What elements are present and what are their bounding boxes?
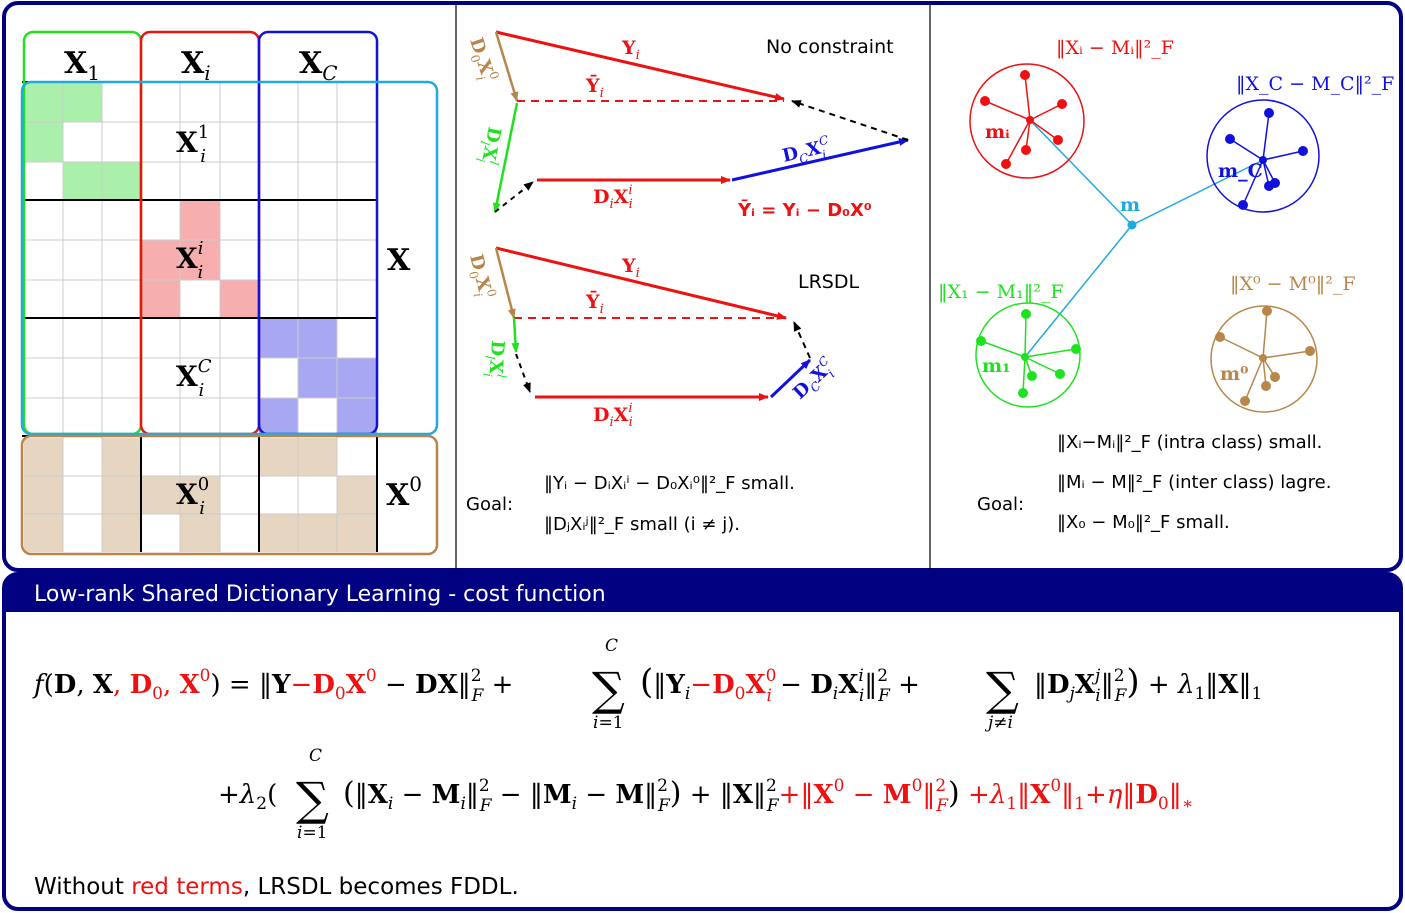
panel2-text: No constraint LRSDL Ȳᵢ = Yᵢ − D₀X⁰ Goal:… <box>466 36 894 535</box>
col-xc-label: XC <box>299 46 338 85</box>
x0-block-border <box>20 434 439 556</box>
sum-3-upper: C <box>309 746 322 766</box>
goal-line1-panel2: ‖Yᵢ − DᵢXᵢⁱ − D₀Xᵢ⁰‖²_F small. <box>544 473 795 494</box>
col-xi-label: Xi <box>181 46 211 85</box>
x-label: X <box>387 243 411 278</box>
m1-label: m₁ <box>982 355 1010 377</box>
sparse-code-matrix <box>20 30 439 556</box>
goal-line1-panel3: ‖Xᵢ−Mᵢ‖²_F (intra class) small. <box>1057 432 1322 453</box>
x0-label: X0 <box>386 472 422 513</box>
goal-line2-panel2: ‖DⱼXᵢʲ‖²_F small (i ≠ j). <box>544 514 740 535</box>
m0-label: m⁰ <box>1220 363 1248 385</box>
mi-label: mᵢ <box>985 121 1010 143</box>
vector-diagram-no-constraint <box>492 30 909 213</box>
yi-label-bottom: Yi <box>621 255 640 281</box>
sum-3-lower: i=1 <box>297 823 328 843</box>
sum-1-upper: C <box>605 636 618 656</box>
m-label: m <box>1120 194 1140 216</box>
footer-note: Without red terms, LRSDL becomes FDDL. <box>34 874 519 900</box>
vector-diagram-lrsdl <box>494 246 812 401</box>
goal-line2-panel3: ‖Mᵢ − M‖²_F (inter class) lagre. <box>1057 472 1331 493</box>
ybar-definition: Ȳᵢ = Yᵢ − D₀X⁰ <box>737 200 872 221</box>
ybar-label-top: Ȳi <box>585 75 604 101</box>
cluster-0 <box>1210 305 1318 413</box>
x0-m0-norm: ‖X⁰ − M⁰‖²_F <box>1230 273 1356 295</box>
xc-mc-norm: ‖X_C − M_C‖²_F <box>1236 73 1394 95</box>
cluster-labels: ‖Xᵢ − Mᵢ‖²_F ‖X_C − M_C‖²_F ‖X₁ − M₁‖²_F… <box>938 37 1394 385</box>
global-mean-point <box>1127 220 1137 230</box>
x-block-border <box>20 80 439 436</box>
col-x1-label: X1 <box>64 46 100 85</box>
sum-2-lower: j≠i <box>984 713 1013 733</box>
cluster-i <box>969 63 1085 179</box>
sum-sign-3: ∑ <box>296 772 329 826</box>
no-constraint-label: No constraint <box>766 36 894 58</box>
sum-sign-1: ∑ <box>592 662 625 716</box>
sum-sign-2: ∑ <box>986 662 1019 716</box>
cluster-c <box>1206 99 1320 213</box>
xi-mi-norm: ‖Xᵢ − Mᵢ‖²_F <box>1056 37 1174 59</box>
goal-label-panel3: Goal: <box>977 494 1024 515</box>
formula-line2: +λ2( <box>218 780 277 814</box>
mc-label: m_C <box>1218 160 1263 182</box>
x1-m1-norm: ‖X₁ − M₁‖²_F <box>938 281 1064 303</box>
lrsdl-label: LRSDL <box>798 271 859 293</box>
bottom-title-bar <box>4 574 1401 612</box>
bottom-frame <box>2 572 1403 911</box>
goal-label-panel2: Goal: <box>466 494 513 515</box>
yi-label-top: Yi <box>621 37 640 63</box>
goal-line3-panel3: ‖X₀ − M₀‖²_F small. <box>1057 512 1230 533</box>
cluster-diagram <box>969 63 1320 413</box>
ybar-label-bottom: Ȳi <box>585 291 604 317</box>
panel3-text: Goal: ‖Xᵢ−Mᵢ‖²_F (intra class) small. ‖M… <box>977 432 1331 533</box>
bottom-title: Low-rank Shared Dictionary Learning - co… <box>34 582 606 607</box>
cluster-1 <box>975 302 1081 408</box>
sum-1-lower: i=1 <box>593 713 624 733</box>
